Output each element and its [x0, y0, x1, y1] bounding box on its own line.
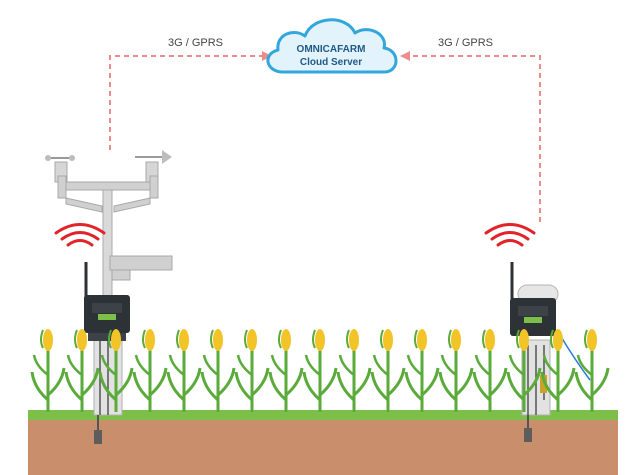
left-link-line [109, 55, 262, 150]
connection-lines [109, 55, 541, 222]
corn-plant-icon [370, 329, 406, 412]
corn-plant-icon [506, 329, 542, 412]
corn-plant-icon [30, 329, 66, 412]
corn-plant-icon [64, 329, 100, 412]
soil-ground [28, 418, 618, 475]
cloud-icon [266, 18, 398, 74]
cloud-title: OMNICAFARM [297, 44, 366, 55]
corn-plant-icon [472, 329, 508, 412]
corn-plant-icon [438, 329, 474, 412]
cloud-subtitle: Cloud Server [300, 57, 362, 68]
data-logger-icon [84, 262, 130, 341]
right-arrowhead [400, 51, 410, 61]
corn-plant-icon [132, 329, 168, 412]
corn-plant-icon [336, 329, 372, 412]
soil-probe-icon [524, 415, 532, 442]
data-logger-icon [510, 262, 556, 336]
corn-plant-icon [200, 329, 236, 412]
corn-plant-icon [268, 329, 304, 412]
right-link-label: 3G / GPRS [438, 37, 493, 49]
corn-plant-icon [404, 329, 440, 412]
wifi-signal-icon [54, 223, 106, 247]
right-link-line [410, 55, 541, 222]
corn-plant-icon [540, 329, 576, 412]
corn-plant-icon [98, 329, 134, 412]
soil-probe-icon [94, 415, 102, 444]
corn-plant-icon [302, 329, 338, 412]
left-link-label: 3G / GPRS [168, 37, 223, 49]
weather-station-icon [45, 150, 173, 416]
corn-row [30, 329, 610, 412]
grass-strip [28, 410, 618, 420]
left-arrowhead [262, 51, 272, 61]
corn-plant-icon [166, 329, 202, 412]
wifi-signal-icon [484, 223, 536, 247]
corn-plant-icon [234, 329, 270, 412]
corn-plant-icon [574, 329, 610, 412]
